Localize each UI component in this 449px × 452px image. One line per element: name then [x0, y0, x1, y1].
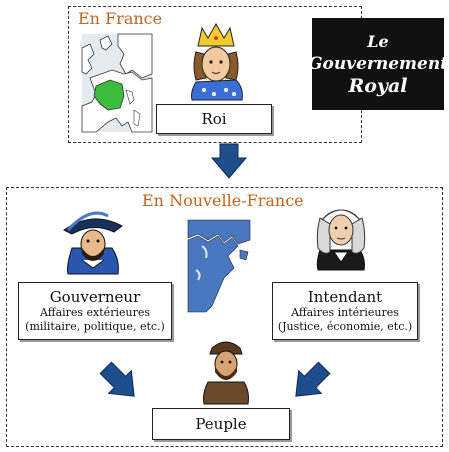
- title-line-3: Royal: [348, 75, 408, 97]
- title-block: Le Gouvernement Royal: [308, 18, 448, 110]
- europe-map: [81, 33, 153, 133]
- gouverneur-line-2: (militaire, politique, etc.): [25, 319, 165, 333]
- nouvelle-france-section: [6, 187, 443, 447]
- settler-icon: [203, 341, 249, 405]
- nouvelle-france-section-title: En Nouvelle-France: [142, 191, 304, 210]
- peuple-label: Peuple: [195, 414, 247, 433]
- gouverneur-title: Gouverneur: [49, 287, 141, 306]
- france-highlight: [93, 79, 125, 111]
- france-section-title: En France: [78, 9, 163, 28]
- roi-box: Roi: [156, 104, 272, 134]
- arrow-down-right-icon: [99, 361, 135, 397]
- title-line-2: Gouvernement: [307, 54, 449, 74]
- peuple-box: Peuple: [152, 408, 290, 440]
- governor-icon: [63, 211, 123, 275]
- intendant-line-1: Affaires intérieures: [291, 305, 399, 319]
- intendant-line-2: (Justice, économie, etc.): [277, 319, 413, 333]
- king-icon: [191, 22, 243, 101]
- north-america-map: [187, 219, 251, 313]
- arrow-down-left-icon: [295, 361, 331, 397]
- title-line-1: Le: [367, 32, 389, 51]
- gouverneur-box: Gouverneur Affaires extérieures (militai…: [18, 282, 172, 340]
- intendant-title: Intendant: [307, 287, 383, 306]
- gouverneur-line-1: Affaires extérieures: [40, 305, 150, 319]
- intendant-icon: [316, 209, 366, 271]
- roi-label: Roi: [201, 109, 227, 128]
- intendant-box: Intendant Affaires intérieures (Justice,…: [272, 282, 418, 340]
- arrow-down-icon: [210, 143, 248, 179]
